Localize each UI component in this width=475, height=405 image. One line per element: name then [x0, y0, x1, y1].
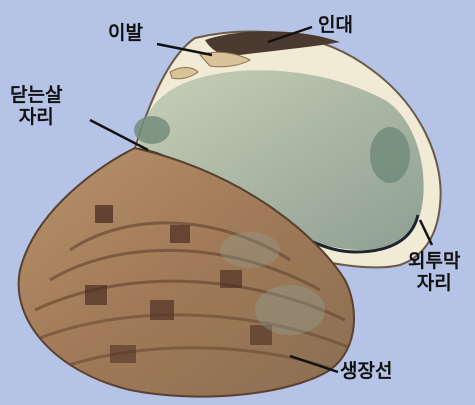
label-adductor-scar: 닫는살 자리 — [10, 84, 62, 128]
label-hinge-tooth: 이발 — [108, 22, 143, 44]
label-ligament: 인대 — [318, 14, 353, 36]
label-growth-lines: 생장선 — [340, 360, 392, 382]
label-pallial-line: 외투막 자리 — [408, 250, 460, 294]
anterior-adductor-scar — [134, 116, 170, 144]
posterior-adductor-scar — [370, 127, 410, 183]
